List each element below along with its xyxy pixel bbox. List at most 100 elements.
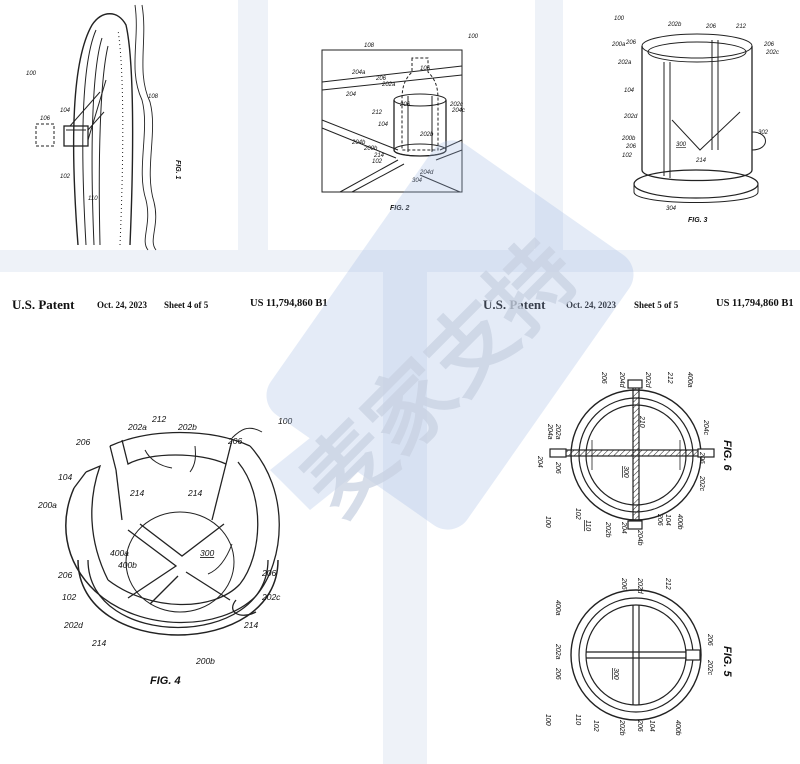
svg-text:304: 304 xyxy=(412,178,423,184)
svg-text:202c: 202c xyxy=(765,50,779,56)
svg-text:104: 104 xyxy=(648,720,655,732)
svg-text:206: 206 xyxy=(75,437,90,447)
svg-text:100: 100 xyxy=(614,16,625,22)
svg-text:400a: 400a xyxy=(554,600,561,616)
svg-text:100: 100 xyxy=(278,416,292,426)
fig4-caption: FIG. 4 xyxy=(150,675,181,687)
sheet4-date: Oct. 24, 2023 xyxy=(97,300,147,310)
svg-text:202c: 202c xyxy=(706,659,713,676)
svg-text:100: 100 xyxy=(468,34,479,40)
svg-text:100: 100 xyxy=(544,714,551,726)
svg-text:214: 214 xyxy=(243,620,258,630)
svg-text:200b: 200b xyxy=(621,136,636,142)
panel-separator-middle xyxy=(383,272,427,764)
sheet5-date: Oct. 24, 2023 xyxy=(566,300,616,310)
svg-text:400b: 400b xyxy=(676,514,683,530)
fig1-drawing xyxy=(35,4,157,251)
svg-text:200a: 200a xyxy=(611,42,626,48)
svg-text:206: 206 xyxy=(261,568,276,578)
svg-text:104: 104 xyxy=(58,472,72,482)
fig2-drawing xyxy=(321,49,463,193)
fig1-caption: FIG. 1 xyxy=(174,160,181,180)
svg-text:100: 100 xyxy=(544,516,551,528)
svg-text:204a: 204a xyxy=(546,423,553,440)
svg-text:206: 206 xyxy=(600,371,607,384)
fig2-labels: 100 108 204a 204 206 202a 106 212 206 10… xyxy=(345,34,479,212)
svg-text:204b: 204b xyxy=(351,140,366,146)
svg-text:202b: 202b xyxy=(618,719,625,736)
svg-text:110: 110 xyxy=(574,714,581,725)
svg-text:202d: 202d xyxy=(63,620,83,630)
svg-text:104: 104 xyxy=(60,108,71,114)
svg-text:110: 110 xyxy=(88,196,98,202)
svg-text:206: 206 xyxy=(554,667,561,680)
svg-text:202b: 202b xyxy=(604,521,611,538)
sheet4-patent-number: US 11,794,860 B1 xyxy=(250,298,328,309)
svg-text:206: 206 xyxy=(698,451,705,464)
svg-text:202b: 202b xyxy=(419,132,434,138)
svg-text:206: 206 xyxy=(227,436,242,446)
svg-text:204a: 204a xyxy=(351,70,366,76)
svg-text:214: 214 xyxy=(129,488,144,498)
svg-text:104: 104 xyxy=(378,122,389,128)
svg-text:400b: 400b xyxy=(674,720,681,736)
panel-separator-left xyxy=(238,0,268,250)
sheet5-sheet-number: Sheet 5 of 5 xyxy=(634,300,679,310)
svg-text:204: 204 xyxy=(536,455,543,468)
svg-text:214: 214 xyxy=(91,638,106,648)
fig6-drawing xyxy=(549,379,715,530)
svg-text:102: 102 xyxy=(62,592,76,602)
svg-text:206: 206 xyxy=(625,144,637,150)
svg-text:400b: 400b xyxy=(118,560,137,570)
svg-text:206: 206 xyxy=(375,76,387,82)
svg-text:206: 206 xyxy=(706,633,713,646)
fig3-caption: FIG. 3 xyxy=(688,217,708,224)
svg-text:102: 102 xyxy=(592,720,599,732)
svg-text:400a: 400a xyxy=(110,548,129,558)
svg-text:206: 206 xyxy=(636,719,643,732)
svg-text:206: 206 xyxy=(625,40,637,46)
sheet4-sheet-number: Sheet 4 of 5 xyxy=(164,300,209,310)
svg-text:202a: 202a xyxy=(381,82,396,88)
svg-text:204c: 204c xyxy=(451,108,465,114)
svg-text:202a: 202a xyxy=(554,643,561,660)
svg-text:200b: 200b xyxy=(195,656,215,666)
fig5-caption: FIG. 5 xyxy=(721,646,733,677)
fig1-labels: 100 106 104 102 108 110 FIG. 1 xyxy=(26,71,181,202)
svg-text:300: 300 xyxy=(622,466,629,478)
panel-separator-top xyxy=(0,250,800,272)
fig4-arrows xyxy=(144,427,263,575)
svg-text:202b: 202b xyxy=(177,422,197,432)
svg-text:202a: 202a xyxy=(127,422,147,432)
fig4-drawing xyxy=(65,431,280,636)
fig5-labels: 206 202d 212 400a 202a 206 300 206 202c … xyxy=(544,577,733,736)
svg-text:206: 206 xyxy=(705,24,717,30)
fig3-labels: 100 202b 206 212 200a 206 202a 206 202c … xyxy=(611,16,779,224)
svg-text:104: 104 xyxy=(664,514,671,526)
svg-text:108: 108 xyxy=(364,43,375,49)
svg-text:214: 214 xyxy=(695,158,707,164)
svg-text:206: 206 xyxy=(656,513,663,526)
svg-text:202d: 202d xyxy=(644,371,651,389)
svg-text:300: 300 xyxy=(200,548,214,558)
svg-text:212: 212 xyxy=(735,24,747,30)
svg-text:206: 206 xyxy=(620,577,627,590)
svg-text:206: 206 xyxy=(554,461,561,474)
svg-text:202d: 202d xyxy=(623,114,638,120)
svg-text:100: 100 xyxy=(26,71,37,77)
svg-text:202a: 202a xyxy=(554,423,561,440)
svg-text:212: 212 xyxy=(664,577,671,590)
svg-text:304: 304 xyxy=(666,206,677,212)
svg-text:302: 302 xyxy=(758,130,769,136)
sheet5-patent-label: U.S. Patent xyxy=(483,297,546,312)
svg-text:300: 300 xyxy=(612,668,619,680)
svg-text:202b: 202b xyxy=(667,22,682,28)
svg-text:204c: 204c xyxy=(702,419,709,436)
svg-text:102: 102 xyxy=(60,174,71,180)
svg-text:110: 110 xyxy=(584,520,591,531)
svg-text:204: 204 xyxy=(620,521,627,534)
svg-text:212: 212 xyxy=(666,371,673,384)
svg-text:108: 108 xyxy=(148,94,159,100)
svg-text:206: 206 xyxy=(57,570,72,580)
